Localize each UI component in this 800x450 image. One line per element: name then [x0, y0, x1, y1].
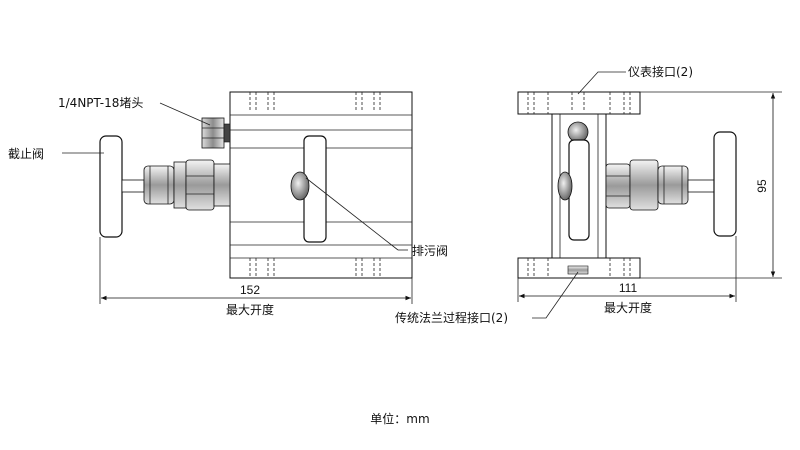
side-width-value: 111 [619, 281, 638, 295]
stop-valve-handwheel [99, 135, 231, 238]
side-width-note: 最大开度 [604, 300, 652, 315]
instrument-port-label: 仪表接口(2) [628, 64, 693, 79]
plug-fitting [201, 117, 231, 149]
top-flange [517, 91, 641, 115]
flange-port-leader [532, 271, 579, 319]
plug-leader [159, 102, 211, 126]
flange-port-label: 传统法兰过程接口(2) [395, 310, 508, 325]
front-width-value: 152 [240, 283, 260, 297]
side-view [517, 71, 782, 319]
drain-leader [305, 177, 399, 251]
unit-label: 单位：mm [370, 411, 429, 426]
stop-valve-label: 截止阀 [8, 147, 44, 161]
instrument-port-leader [577, 71, 626, 95]
drain-valve [290, 135, 327, 243]
front-width-note: 最大开度 [226, 302, 274, 317]
drain-valve-label: 排污阀 [412, 244, 448, 258]
front-view [62, 91, 413, 304]
plug-label: 1/4NPT-18堵头 [58, 96, 143, 110]
height-value: 95 [755, 179, 769, 193]
side-stop-valve [605, 131, 737, 237]
